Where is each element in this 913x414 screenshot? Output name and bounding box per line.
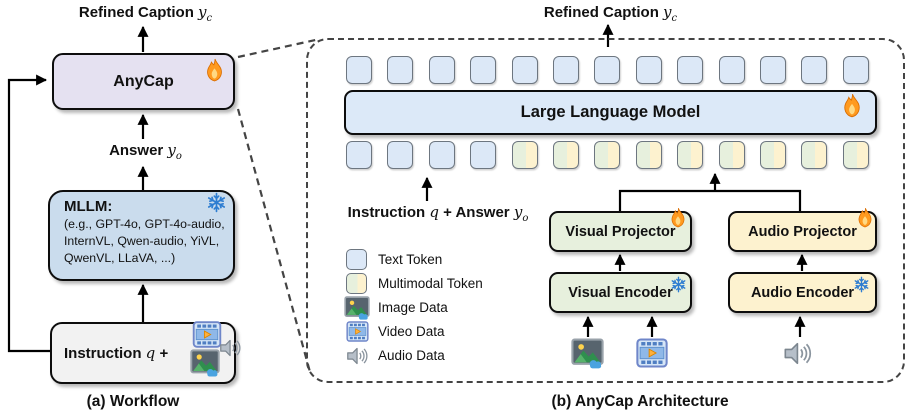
multimodal-token [718, 141, 745, 169]
math-sub-c: c [671, 13, 678, 24]
legend-text-token: Text Token [378, 252, 443, 267]
math-sub-o: o [175, 151, 182, 162]
instruction-label: Instruction q + [64, 344, 168, 362]
snowflake-icon [670, 276, 687, 293]
audio-data-icon [783, 337, 813, 370]
legend-video-data: Video Data [378, 324, 445, 339]
multimodal-token-swatch [346, 273, 367, 294]
llm-bar: Large Language Model [344, 90, 877, 135]
top-token-row [346, 56, 869, 84]
visual-projector-box: Visual Projector [549, 211, 692, 252]
multimodal-token [760, 141, 787, 169]
legend-audio-data: Audio Data [378, 348, 445, 363]
panel-b-caption: (b) AnyCap Architecture [551, 393, 729, 410]
video-data-icon [346, 321, 369, 342]
flame-icon [204, 58, 225, 83]
mllm-examples-line: QwenVL, LLaVA, ...) [64, 251, 176, 266]
text-token [346, 56, 372, 84]
video-data-icon [636, 338, 668, 368]
image-data-icon [190, 349, 220, 377]
refined-caption-label-b: Refined Caption yc [513, 3, 708, 24]
flame-icon [856, 207, 874, 229]
math-sub-c: c [206, 13, 213, 24]
audio-encoder-box: Audio Encoder [728, 272, 877, 313]
mllm-examples-line: InternVL, Qwen-audio, YiVL, [64, 234, 220, 249]
multimodal-token [635, 141, 662, 169]
text-token [760, 56, 787, 84]
plus-sign: + [159, 345, 169, 362]
text-token [387, 141, 414, 169]
audio-projector-box: Audio Projector [728, 211, 877, 252]
instruction-answer-label: Instruction q + Answer yo [328, 203, 548, 224]
multimodal-token [842, 141, 869, 169]
text-token [594, 56, 621, 84]
snowflake-icon [206, 192, 227, 213]
multimodal-token [677, 141, 704, 169]
math-y: y [198, 3, 207, 21]
text-token [511, 56, 538, 84]
text-token [718, 56, 745, 84]
text-token [801, 56, 828, 84]
visual-encoder-label: Visual Encoder [568, 284, 673, 301]
audio-projector-label: Audio Projector [748, 223, 857, 240]
math-y: y [513, 203, 523, 221]
image-data-icon [571, 338, 604, 369]
audio-data-icon [219, 331, 242, 365]
text-token [470, 56, 497, 84]
text-token [387, 56, 414, 84]
multimodal-token [594, 141, 621, 169]
refined-caption-text: Refined Caption [78, 4, 194, 21]
mllm-box: MLLM: (e.g., GPT-4o, GPT-4o-audio, Inter… [48, 190, 235, 281]
video-data-icon [192, 321, 222, 348]
anycap-box: AnyCap [52, 53, 235, 110]
visual-projector-label: Visual Projector [565, 223, 676, 240]
answer-label: Answer yo [48, 141, 243, 162]
text-token [553, 56, 580, 84]
text-token [677, 56, 704, 84]
instruction-text: Instruction [347, 204, 426, 221]
text-token-swatch [346, 249, 367, 270]
snowflake-icon [853, 276, 870, 293]
text-token [635, 56, 662, 84]
architecture-dashed-frame [306, 38, 905, 383]
audio-data-icon [346, 344, 369, 368]
anycap-label: AnyCap [113, 72, 174, 90]
feedback-loop-line [7, 74, 52, 353]
math-y: y [663, 3, 672, 21]
multimodal-token [801, 141, 828, 169]
mllm-title: MLLM: [64, 198, 113, 215]
text-token [470, 141, 497, 169]
math-q: q [145, 344, 156, 362]
multimodal-token [511, 141, 538, 169]
flame-icon [841, 93, 863, 119]
bottom-token-row [346, 141, 869, 169]
math-y: y [167, 141, 176, 159]
math-q: q [429, 203, 439, 221]
multimodal-token [553, 141, 580, 169]
visual-encoder-box: Visual Encoder [549, 272, 692, 313]
flame-icon [669, 207, 687, 229]
instruction-text: Instruction [64, 345, 142, 362]
math-sub-o: o [522, 213, 529, 224]
text-token [346, 141, 372, 169]
refined-caption-text: Refined Caption [543, 4, 659, 21]
text-token [428, 141, 455, 169]
panel-a-caption: (a) Workflow [86, 393, 180, 410]
audio-encoder-label: Audio Encoder [750, 284, 855, 301]
answer-text: + Answer [443, 204, 510, 221]
image-data-icon [344, 296, 370, 320]
legend-multimodal-token: Multimodal Token [378, 276, 483, 291]
mllm-examples-line: (e.g., GPT-4o, GPT-4o-audio, [64, 217, 225, 231]
text-token [842, 56, 869, 84]
llm-label: Large Language Model [520, 103, 701, 121]
answer-text: Answer [109, 142, 164, 159]
legend-image-data: Image Data [378, 300, 448, 315]
refined-caption-label-a: Refined Caption yc [48, 3, 243, 24]
text-token [428, 56, 455, 84]
zoom-link-bottom [236, 108, 312, 373]
